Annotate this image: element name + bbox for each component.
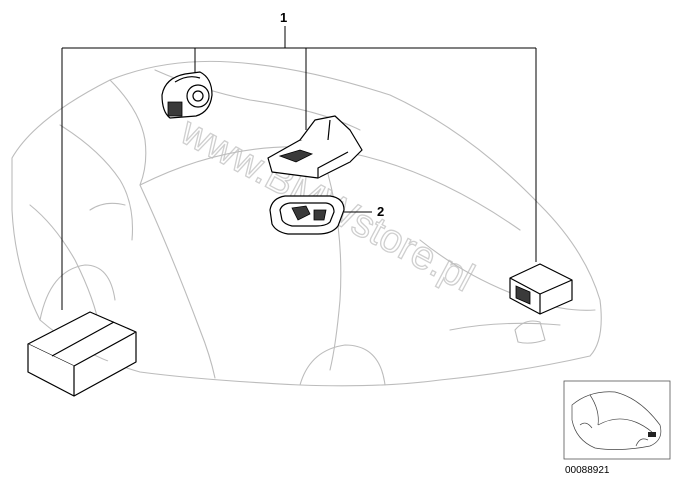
speaker-module — [161, 71, 213, 119]
interior-sensor-housing — [269, 195, 345, 235]
callout-2: 2 — [377, 204, 384, 219]
part-number: 00088921 — [565, 465, 610, 476]
rear-control-module — [509, 263, 573, 315]
callout-1: 1 — [280, 10, 287, 25]
inset-thumbnail — [563, 380, 671, 460]
control-unit-bracket — [267, 115, 363, 179]
leader-lines-1 — [61, 26, 537, 310]
packaging-box — [27, 311, 137, 397]
